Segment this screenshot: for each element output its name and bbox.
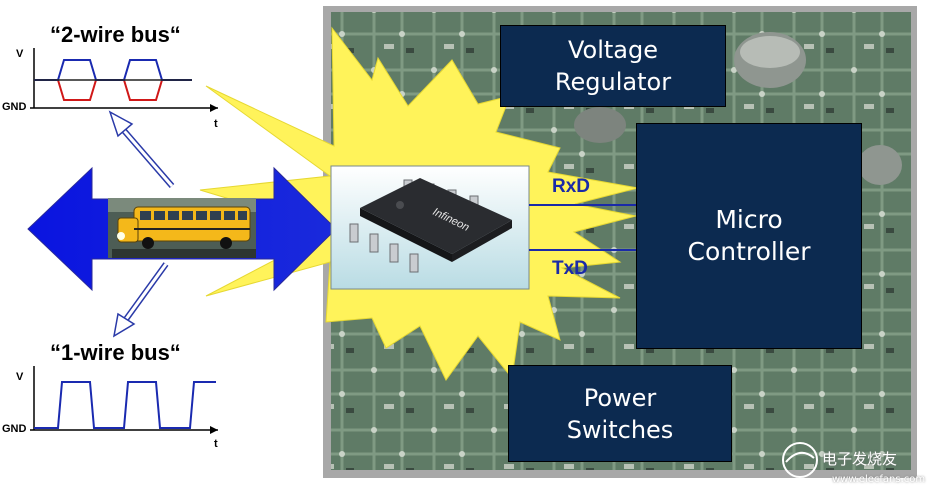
voltage-regulator-line2: Regulator — [554, 68, 672, 96]
one-wire-t-label: t — [214, 438, 218, 450]
voltage-regulator-line1: Voltage — [567, 36, 659, 64]
two-wire-title: “2-wire bus“ — [50, 22, 181, 47]
one-wire-gnd-label: GND — [2, 423, 27, 435]
pointer-arrow-down — [112, 262, 169, 338]
txd-label: TxD — [552, 258, 588, 279]
watermark-logo — [782, 442, 818, 478]
two-wire-can-low-trace — [34, 79, 192, 101]
power-switches-line1: Power — [583, 383, 657, 412]
power-switches-line2: Switches — [566, 415, 674, 444]
two-wire-v-label: V — [16, 48, 24, 60]
one-wire-lin-trace — [34, 381, 216, 429]
pointer-arrow-up — [108, 110, 175, 188]
voltage-regulator-block: Voltage Regulator — [500, 25, 726, 107]
micro-controller-line1: Micro — [715, 205, 783, 234]
one-wire-v-label: V — [16, 371, 24, 383]
power-switches-block: Power Switches — [508, 365, 732, 462]
capacitor-right — [858, 145, 902, 185]
two-wire-can-high-trace — [34, 59, 192, 81]
one-wire-title: “1-wire bus“ — [50, 340, 181, 365]
rxd-label: RxD — [552, 176, 591, 197]
school-bus-image — [108, 198, 256, 258]
watermark-text: 电子发烧友 — [822, 450, 898, 468]
two-wire-gnd-label: GND — [2, 101, 27, 113]
micro-controller-line2: Controller — [687, 237, 811, 266]
two-wire-t-label: t — [214, 118, 218, 130]
capacitor-middle — [574, 107, 626, 143]
transceiver-chip: Infineon — [330, 165, 530, 290]
micro-controller-block: Micro Controller — [636, 123, 862, 349]
watermark-url: www.elecfans.com — [832, 474, 926, 485]
one-wire-plot — [30, 366, 218, 434]
two-wire-plot — [30, 48, 218, 112]
